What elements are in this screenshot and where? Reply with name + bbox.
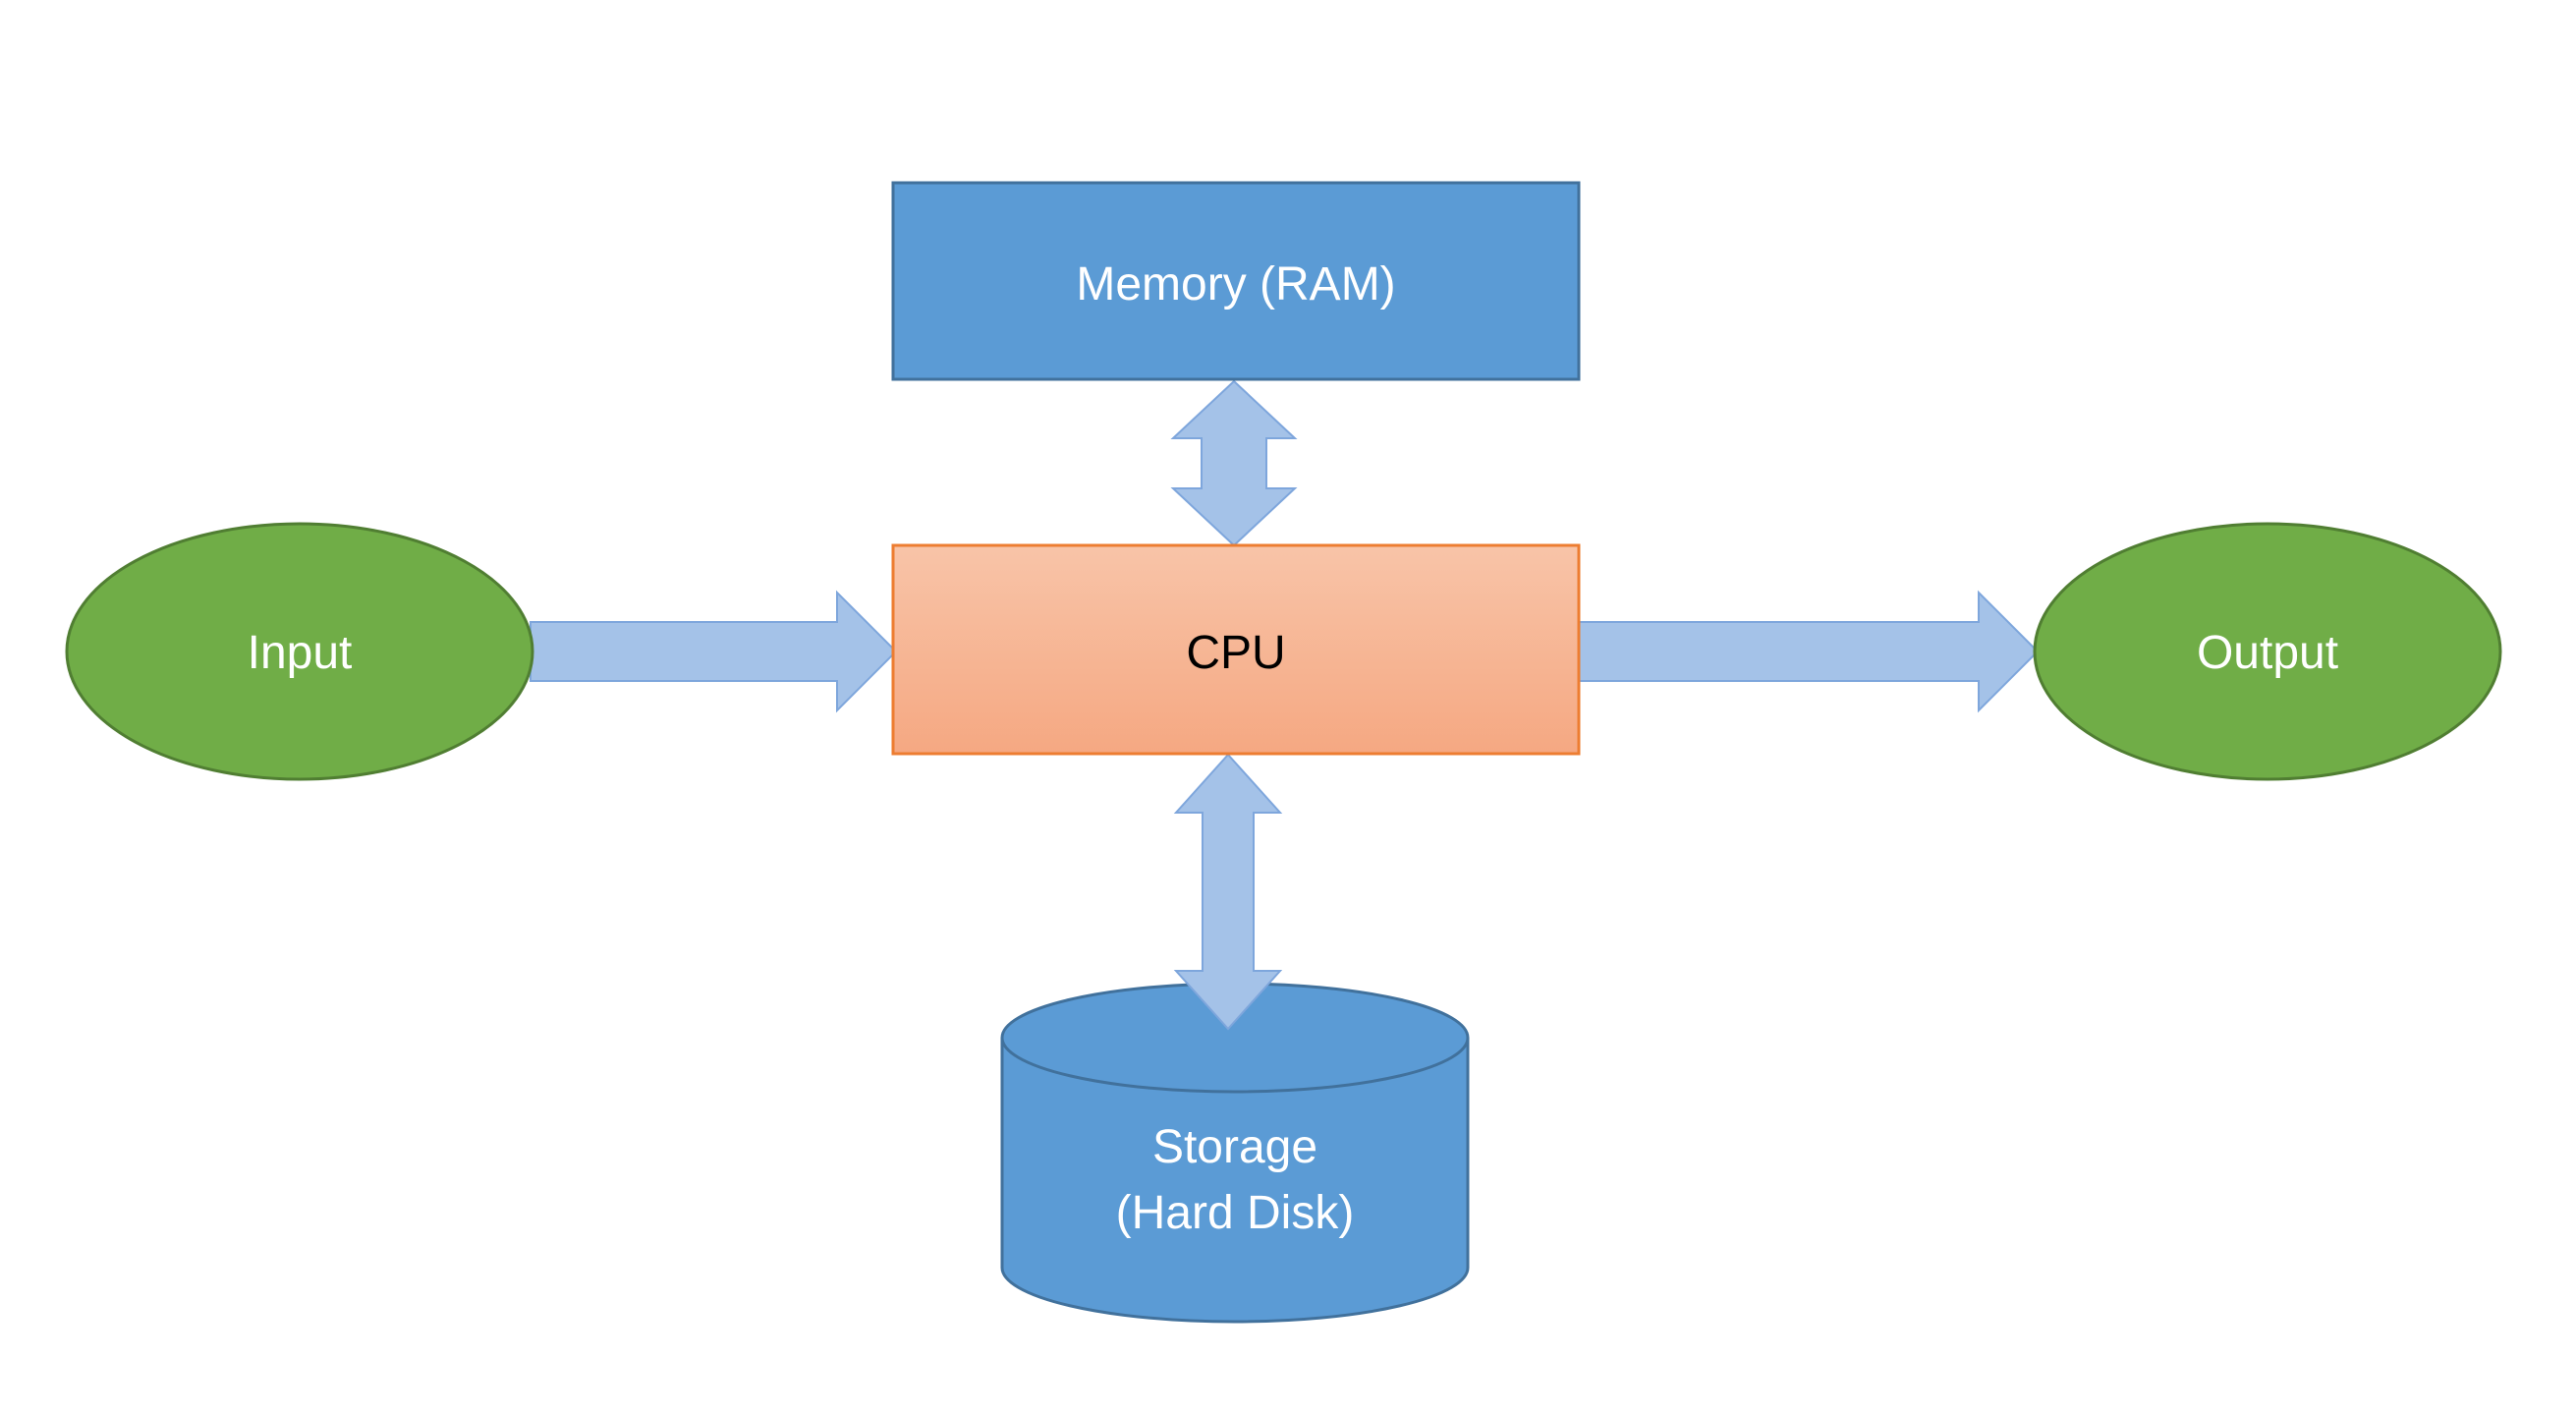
storage-node: Storage (Hard Disk) xyxy=(1000,982,1470,1324)
cpu-label: CPU xyxy=(1186,627,1285,679)
output-label: Output xyxy=(2197,627,2338,679)
output-node: Output xyxy=(2033,522,2502,781)
arrow-cpu-storage-bidirectional xyxy=(1173,753,1283,1031)
input-node: Input xyxy=(65,522,534,781)
storage-label-line2: (Hard Disk) xyxy=(1116,1187,1355,1239)
cpu-node: CPU xyxy=(891,543,1581,756)
arrow-cpu-to-output xyxy=(1576,590,2040,713)
arrow-memory-cpu-bidirectional xyxy=(1170,379,1298,547)
input-label: Input xyxy=(248,627,353,679)
memory-label: Memory (RAM) xyxy=(1076,258,1395,311)
memory-node: Memory (RAM) xyxy=(891,181,1581,381)
arrow-input-to-cpu xyxy=(530,590,898,713)
storage-label-line1: Storage xyxy=(1152,1121,1317,1173)
